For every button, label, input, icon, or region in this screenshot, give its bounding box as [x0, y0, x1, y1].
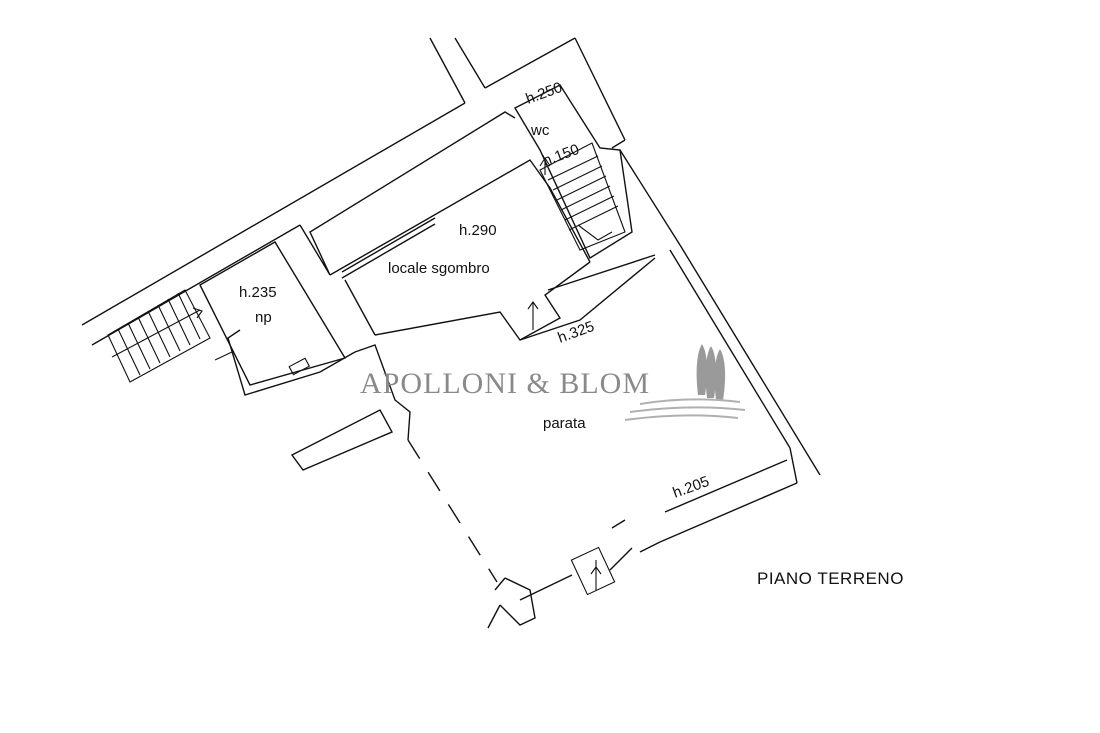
watermark: APOLLONI & BLOM — [360, 344, 746, 421]
label-h235: h.235 — [239, 284, 277, 301]
hills-logo-icon — [624, 398, 746, 421]
label-h250: h.250 — [524, 79, 565, 108]
label-wc: wc — [530, 122, 550, 139]
room-np — [199, 241, 356, 396]
room-parata — [290, 257, 656, 626]
outer-walls — [81, 37, 821, 629]
room-labels: h.250 wc h.150 h.290 locale sgombro h.23… — [239, 79, 904, 588]
wc-stairs — [514, 84, 633, 260]
label-h205: h.205 — [671, 473, 712, 502]
label-h290: h.290 — [459, 222, 497, 239]
plan-title: PIANO TERRENO — [757, 569, 904, 588]
watermark-brand: APOLLONI & BLOM — [360, 367, 650, 400]
label-h150: h.150 — [541, 141, 582, 170]
stairs-left — [107, 289, 211, 383]
label-parata: parata — [543, 415, 586, 432]
room-locale-sgombro — [299, 111, 656, 341]
label-locale: locale sgombro — [388, 260, 490, 277]
label-np: np — [255, 309, 272, 326]
label-h325: h.325 — [556, 318, 597, 347]
cypress-logo-icon — [696, 344, 726, 400]
